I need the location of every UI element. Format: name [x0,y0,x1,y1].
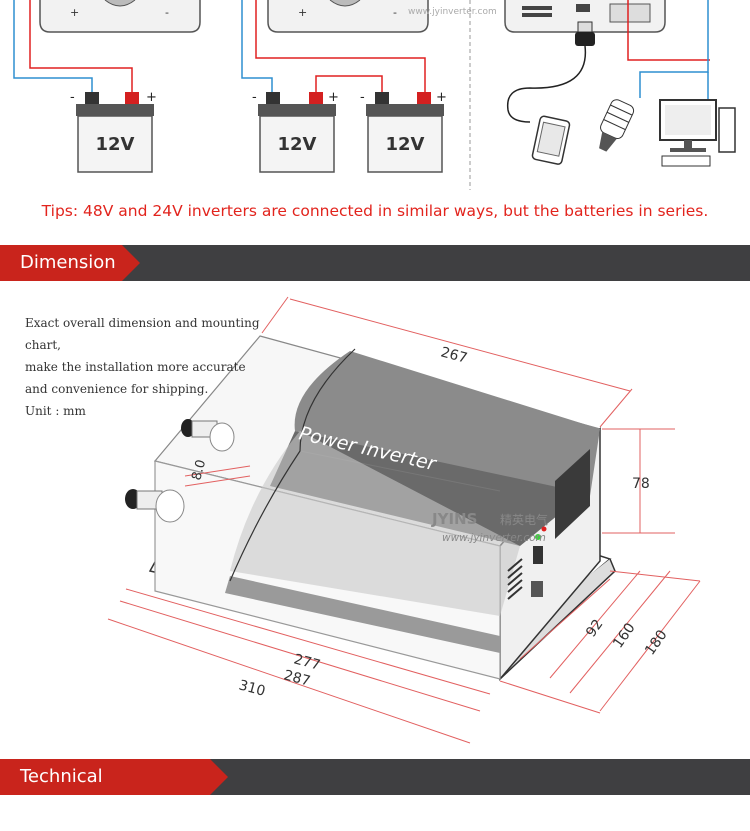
dimension-height-78: 78 [632,476,650,492]
computer-icon [659,99,736,167]
note-line: and convenience for shipping. [25,382,209,396]
battery-plus-sign: + [146,90,157,105]
terminal-plus-label: + [70,6,79,19]
dimension-width-92: 92 [583,617,606,641]
terminal-minus-label: - [393,6,397,19]
section-header-technical: Technical parameters [0,759,750,823]
inverter-unit-left: + - [39,0,201,33]
led-indicator [541,526,547,532]
battery-minus-sign: - [70,90,75,105]
dimension-width-180: 180 [642,627,670,658]
battery-3: - + 12V [360,90,447,173]
phone-icon [531,115,571,165]
power-switch [533,546,543,564]
usb-port [531,581,543,597]
dimension-length-267: 267 [439,344,469,366]
dimension-length-287: 287 [282,667,312,689]
section-title: Dimension [0,245,140,281]
dimension-width-160: 160 [610,620,638,651]
terminal-plus-label: + [298,6,307,19]
battery-voltage-label: 12V [386,134,425,155]
battery-minus-sign: - [360,90,365,105]
brand-logo-text: JYINS [431,510,477,528]
note-line: make the installation more accurate [25,360,246,374]
battery-minus-sign: - [252,90,257,105]
note-unit: Unit : mm [25,404,86,418]
dimension-lines [107,296,701,744]
battery-plus-sign: + [436,90,447,105]
dimension-note: Exact overall dimension and mounting cha… [25,312,295,422]
terminal-minus-label: - [165,6,169,19]
section-header-dimension: Dimension [0,245,750,281]
dimension-drawing: Power Inverter JYINS 精英电气 www.jyinverter… [107,296,701,744]
inverter-unit-middle: + - www.jyinverter.com [267,0,497,33]
watermark-text: www.jyinverter.com [408,7,497,17]
wiring-diagram: + - + - www.jyinverter.com - + 12V - [13,0,736,190]
battery-voltage-label: 12V [278,134,317,155]
brand-chinese-text: 精英电气 [500,512,548,527]
brand-website-text: www.jyinverter.com [442,532,546,544]
battery-1: - + 12V [70,90,157,173]
dimension-length-277: 277 [292,651,322,673]
usb-cable-icon [506,21,595,123]
section-title: Technical parameters [0,759,228,823]
led-indicator [535,534,541,540]
battery-voltage-label: 12V [96,134,135,155]
battery-terminal-top [181,419,235,452]
tips-text: Tips: 48V and 24V inverters are connecte… [41,202,709,220]
inverter-body [153,335,602,682]
note-line: Exact overall dimension and mounting cha… [25,316,260,352]
battery-terminal-bottom [125,489,185,523]
dimension-8: 8.0 [189,458,209,482]
battery-plus-sign: + [328,90,339,105]
lightbulb-icon [599,99,635,152]
dimension-length-310: 310 [237,677,267,699]
front-panel [507,449,590,600]
battery-2: - + 12V [252,90,339,173]
